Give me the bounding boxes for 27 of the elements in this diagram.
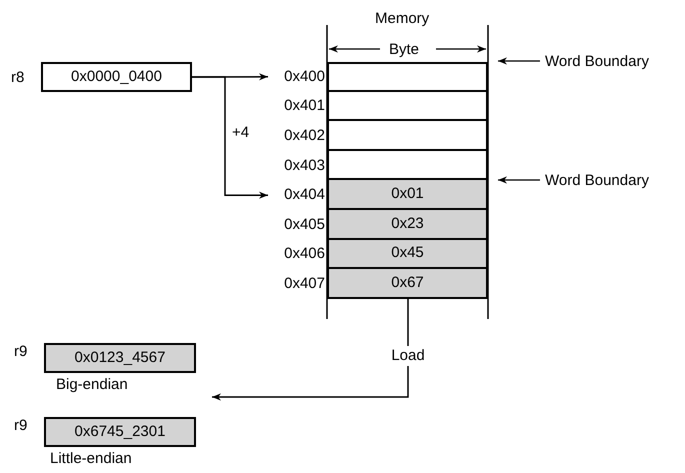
word-boundary-label: Word Boundary: [545, 52, 649, 72]
memory-cell: 0x01: [327, 180, 488, 210]
arrow: [192, 73, 268, 80]
address-label: 0x405: [283, 214, 326, 235]
register-name: r9: [14, 416, 28, 436]
address-label: 0x402: [283, 126, 326, 146]
address-label: 0x404: [283, 185, 326, 206]
register-name: r8: [11, 68, 24, 88]
memory-cell: 0x23: [327, 210, 488, 240]
register-box: 0x0123_4567: [44, 343, 196, 373]
endianness-label: Little-endian: [50, 449, 132, 469]
endianness-label: Big-endian: [56, 375, 128, 395]
memory-heading: Memory: [375, 9, 430, 29]
register-box: 0x6745_2301: [44, 417, 196, 447]
address-label: 0x400: [283, 66, 326, 87]
register-box: 0x0000_0400: [41, 62, 192, 92]
address-label: 0x407: [283, 274, 326, 294]
register-name: r9: [14, 342, 28, 362]
word-boundary-label: Word Boundary: [545, 171, 649, 191]
memory-cell: 0x45: [327, 240, 488, 270]
address-label: 0x401: [283, 96, 326, 116]
address-label: 0x403: [283, 156, 326, 176]
arrow: [212, 298, 409, 401]
arrow: [192, 76, 268, 199]
memory-cell: 0x67: [327, 269, 488, 299]
byte-label: Byte: [389, 40, 420, 60]
address-label: 0x406: [283, 244, 326, 264]
